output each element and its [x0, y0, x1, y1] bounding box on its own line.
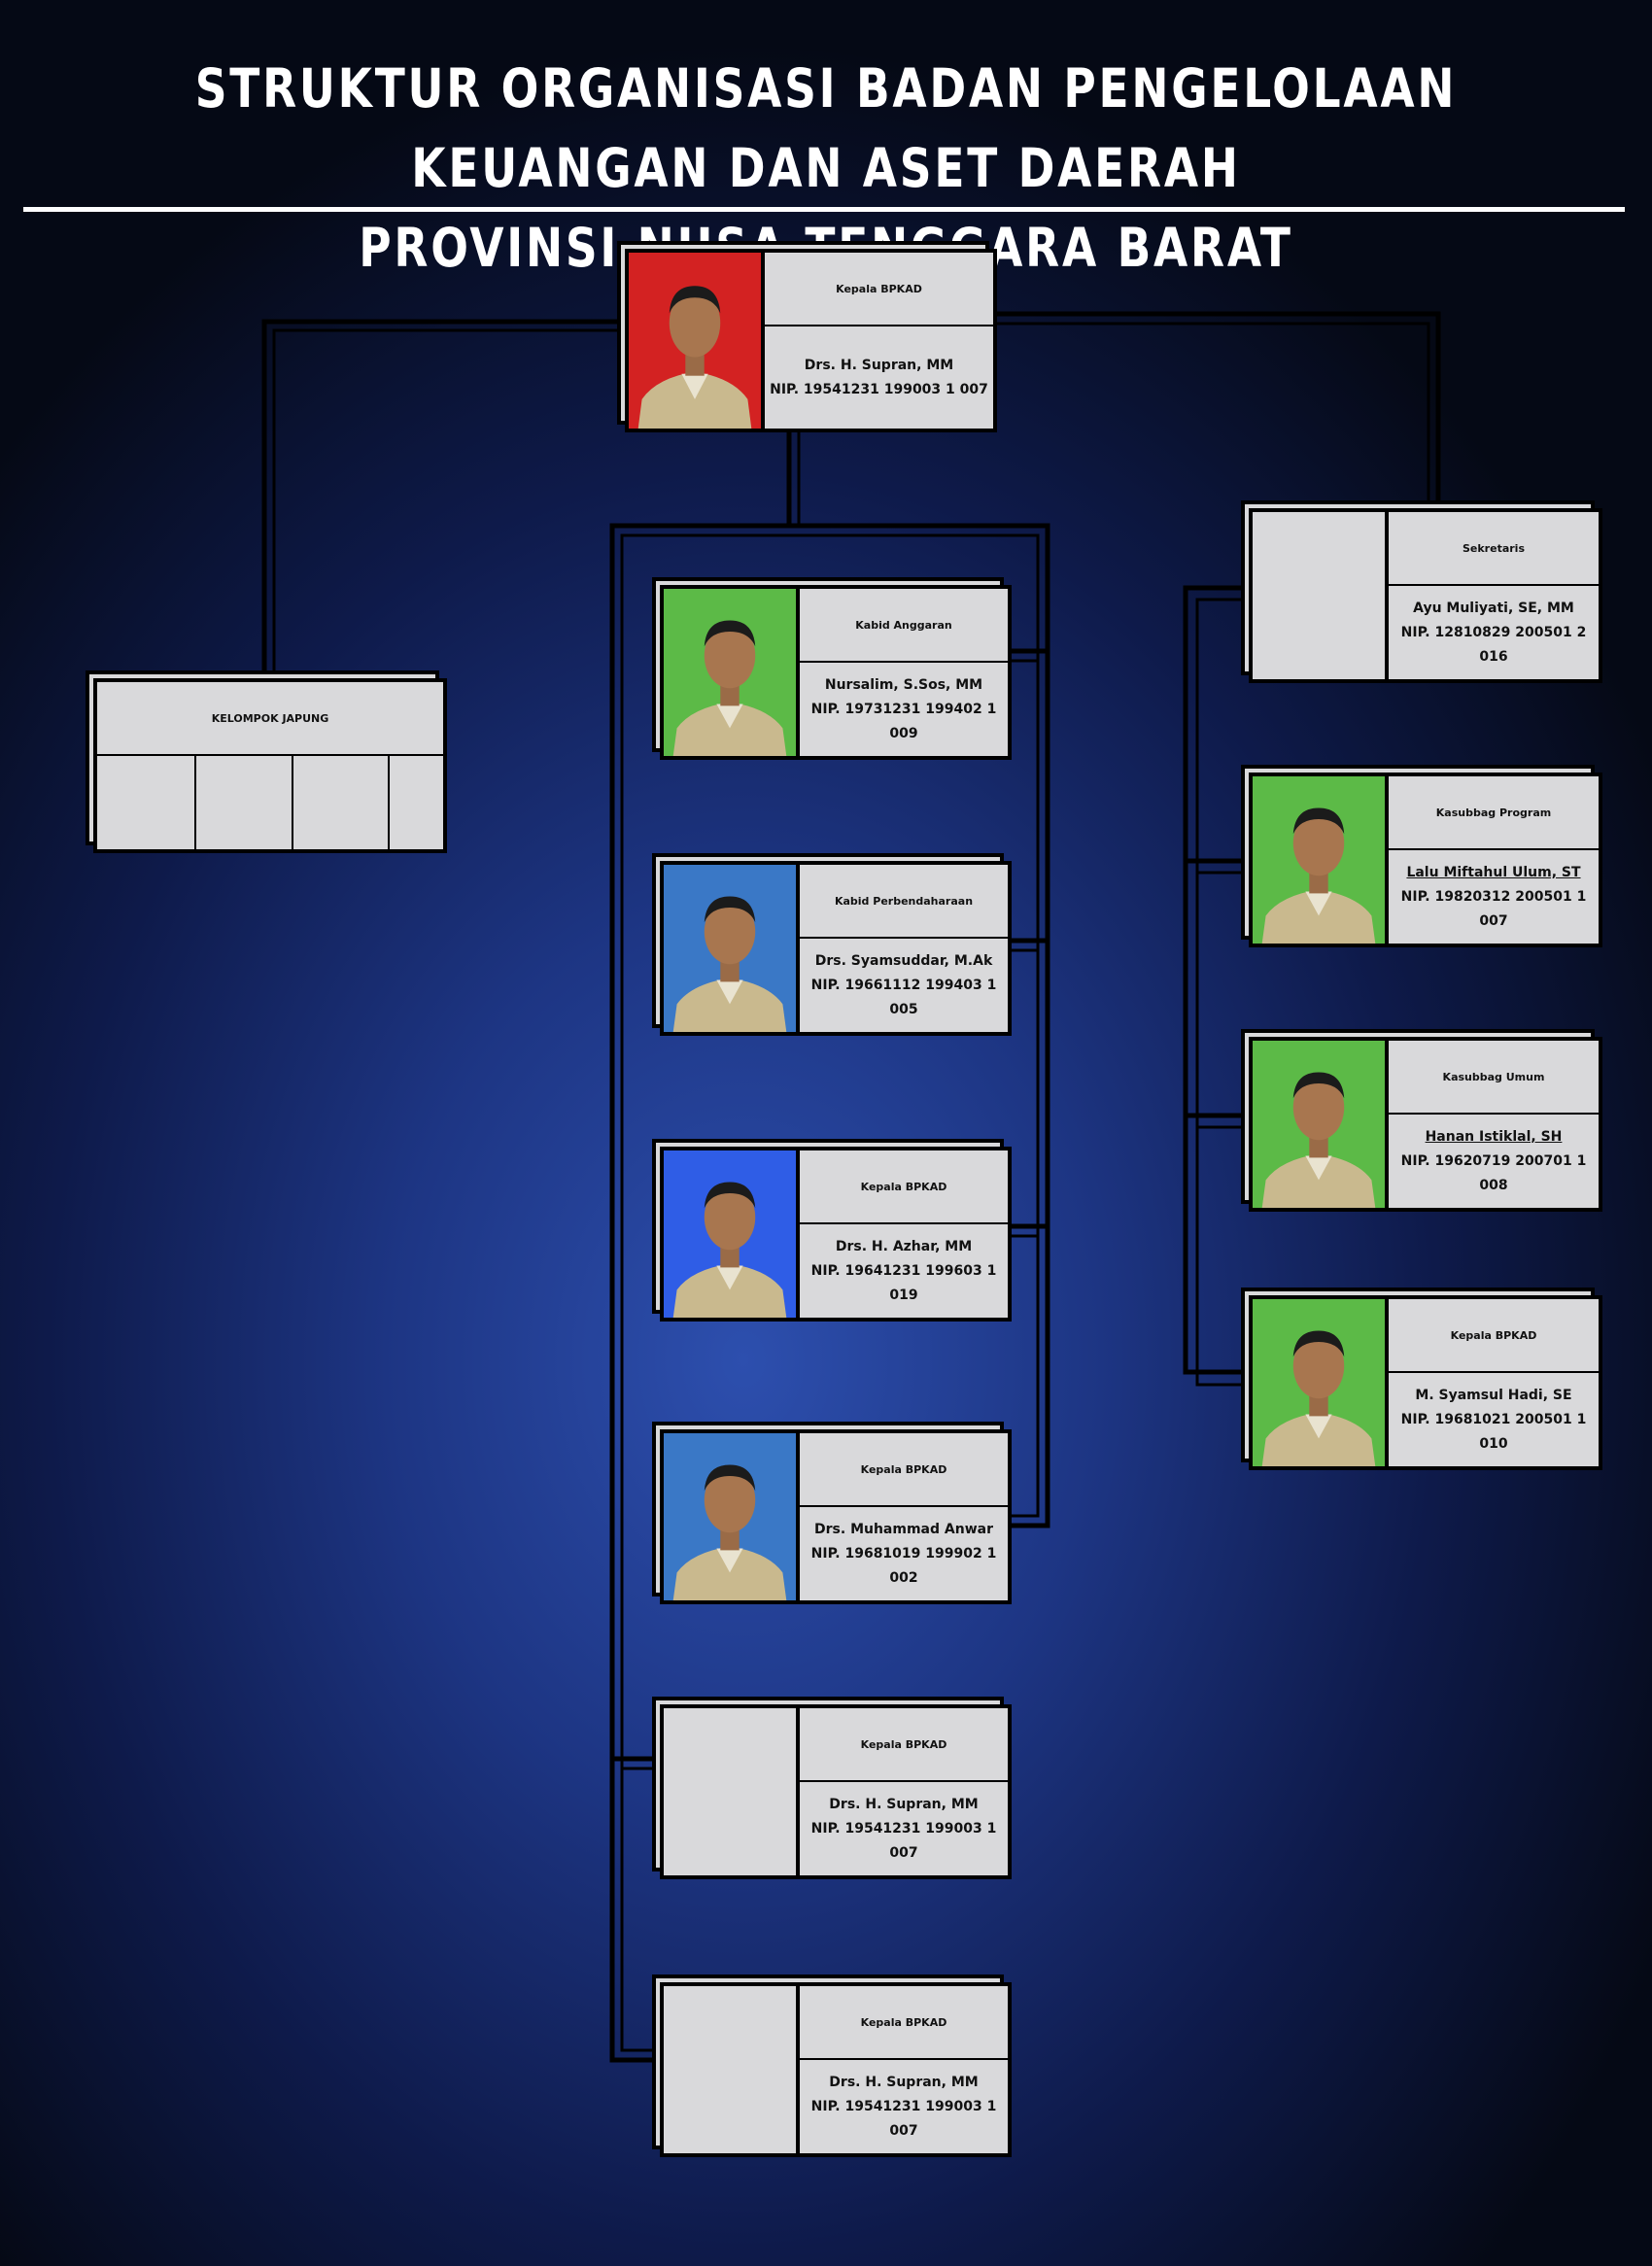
card-kelompok: KELOMPOK JAPUNG [86, 670, 447, 853]
sekretariat-3-role: Kasubbag Umum [1389, 1041, 1599, 1115]
bidang-2-nip: NIP. 19661112 199403 1 005 [810, 977, 997, 1017]
connector-head-group [261, 319, 625, 681]
kelompok-cell [390, 756, 443, 849]
bidang-5-role: Kepala BPKAD [800, 1708, 1008, 1782]
card-face: Kepala BPKAD Drs. H. Supran, MM NIP. 19541… [660, 1982, 1012, 2157]
card-face: KELOMPOK JAPUNG [93, 678, 447, 853]
sekretariat-2-nip: NIP. 19820312 200501 1 007 [1400, 888, 1587, 929]
sekretariat-2-role: Kasubbag Program [1389, 776, 1599, 850]
sekretariat-4-role: Kepala BPKAD [1389, 1299, 1599, 1373]
title-line-1: STRUKTUR ORGANISASI BADAN PENGELOLAAN KE… [194, 57, 1458, 199]
connector-sekretaris-rail-inner [1195, 598, 1244, 1387]
kepala-photo [629, 253, 765, 429]
connector-head-group-inner [272, 328, 624, 680]
bidang-4-nip: NIP. 19681019 199902 1 002 [810, 1545, 997, 1586]
bidang-5-photo [664, 1708, 800, 1875]
sekretariat-1-name: Ayu Muliyati, SE, MM [1413, 600, 1574, 616]
kelompok-cells [97, 756, 443, 849]
title-divider [23, 207, 1625, 212]
sekretariat-1-nip: NIP. 12810829 200501 2 016 [1400, 624, 1587, 665]
connector-bidang-bus-top [609, 523, 1050, 1528]
bidang-1-role: Kabid Anggaran [800, 589, 1008, 663]
bidang-6-role: Kepala BPKAD [800, 1986, 1008, 2060]
card-face: Kepala BPKAD Drs. H. Supran, MM NIP. 19541… [660, 1704, 1012, 1879]
sekretariat-2-name: Lalu Miftahul Ulum, ST [1406, 864, 1581, 880]
bidang-2-role: Kabid Perbendaharaan [800, 865, 1008, 939]
kelompok-cell [293, 756, 390, 849]
card-kepala: Kepala BPKAD Drs. H. Supran, MM NIP. 195… [617, 241, 997, 432]
bidang-3-name: Drs. H. Azhar, MM [835, 1238, 973, 1254]
sekretariat-4-photo [1253, 1299, 1389, 1466]
sekretariat-3-nip: NIP. 19620719 200701 1 008 [1400, 1152, 1587, 1193]
kepala-role: Kepala BPKAD [765, 253, 993, 326]
bidang-1-photo [664, 589, 800, 756]
bidang-2-name: Drs. Syamsuddar, M.Ak [814, 952, 993, 969]
kelompok-cell [196, 756, 293, 849]
connector-sekretaris-rail [1183, 585, 1245, 1375]
card-face: Kepala BPKAD M. Syamsul Hadi, SE NIP. 1968… [1249, 1295, 1602, 1470]
bidang-2-photo [664, 865, 800, 1032]
sekretariat-1-photo [1253, 512, 1389, 679]
bidang-3-nip: NIP. 19641231 199603 1 019 [810, 1262, 997, 1303]
bidang-6-card: Kepala BPKAD Drs. H. Supran, MM NIP. 19541… [652, 1974, 1012, 2157]
sekretariat-3-photo [1253, 1041, 1389, 1208]
bidang-5-name: Drs. H. Supran, MM [829, 1796, 979, 1812]
sekretariat-4-nip: NIP. 19681021 200501 1 010 [1400, 1411, 1587, 1452]
kepala-nip: NIP. 19541231 199003 1 007 [770, 381, 988, 397]
bidang-4-role: Kepala BPKAD [800, 1433, 1008, 1507]
sekretariat-2-photo [1253, 776, 1389, 944]
bidang-6-nip: NIP. 19541231 199003 1 007 [810, 2098, 997, 2139]
bidang-4-photo [664, 1433, 800, 1600]
bidang-6-photo [664, 1986, 800, 2153]
kelompok-cell [97, 756, 196, 849]
bidang-1-nip: NIP. 19731231 199402 1 009 [810, 701, 997, 741]
sekretariat-1-role: Sekretaris [1389, 512, 1599, 586]
bidang-5-card: Kepala BPKAD Drs. H. Supran, MM NIP. 19541… [652, 1697, 1012, 1879]
bidang-4-name: Drs. Muhammad Anwar [814, 1521, 993, 1537]
connector-bidang-left-rail [609, 523, 656, 2063]
connector-bidang-left-rail-inner [620, 533, 655, 2052]
bidang-1-name: Nursalim, S.Sos, MM [824, 676, 983, 693]
connector-head-sekretaris [988, 311, 1441, 509]
sekretariat-4-name: M. Syamsul Hadi, SE [1415, 1387, 1572, 1403]
sekretariat-3-name: Hanan Istiklal, SH [1425, 1128, 1563, 1145]
bidang-3-card: Kepala BPKAD Drs. H. Azhar, MM NIP. 196412… [652, 1139, 1012, 1322]
kelompok-title: KELOMPOK JAPUNG [97, 682, 443, 756]
bidang-3-role: Kepala BPKAD [800, 1150, 1008, 1224]
card-face: Kepala BPKAD Drs. H. Azhar, MM NIP. 196412… [660, 1147, 1012, 1322]
card-face: Kepala BPKAD Drs. H. Supran, MM NIP. 195… [625, 249, 997, 432]
connector-head-sekretaris-inner [989, 322, 1430, 508]
bidang-3-photo [664, 1150, 800, 1318]
bidang-6-name: Drs. H. Supran, MM [829, 2074, 979, 2090]
kepala-name: Drs. H. Supran, MM [804, 357, 954, 373]
bidang-5-nip: NIP. 19541231 199003 1 007 [810, 1820, 997, 1861]
connector-bidang-bus-inner [620, 533, 1040, 1518]
page-title: STRUKTUR ORGANISASI BADAN PENGELOLAAN KE… [66, 49, 1586, 288]
sekretariat-4-card: Kepala BPKAD M. Syamsul Hadi, SE NIP. 1968… [1241, 1288, 1602, 1470]
